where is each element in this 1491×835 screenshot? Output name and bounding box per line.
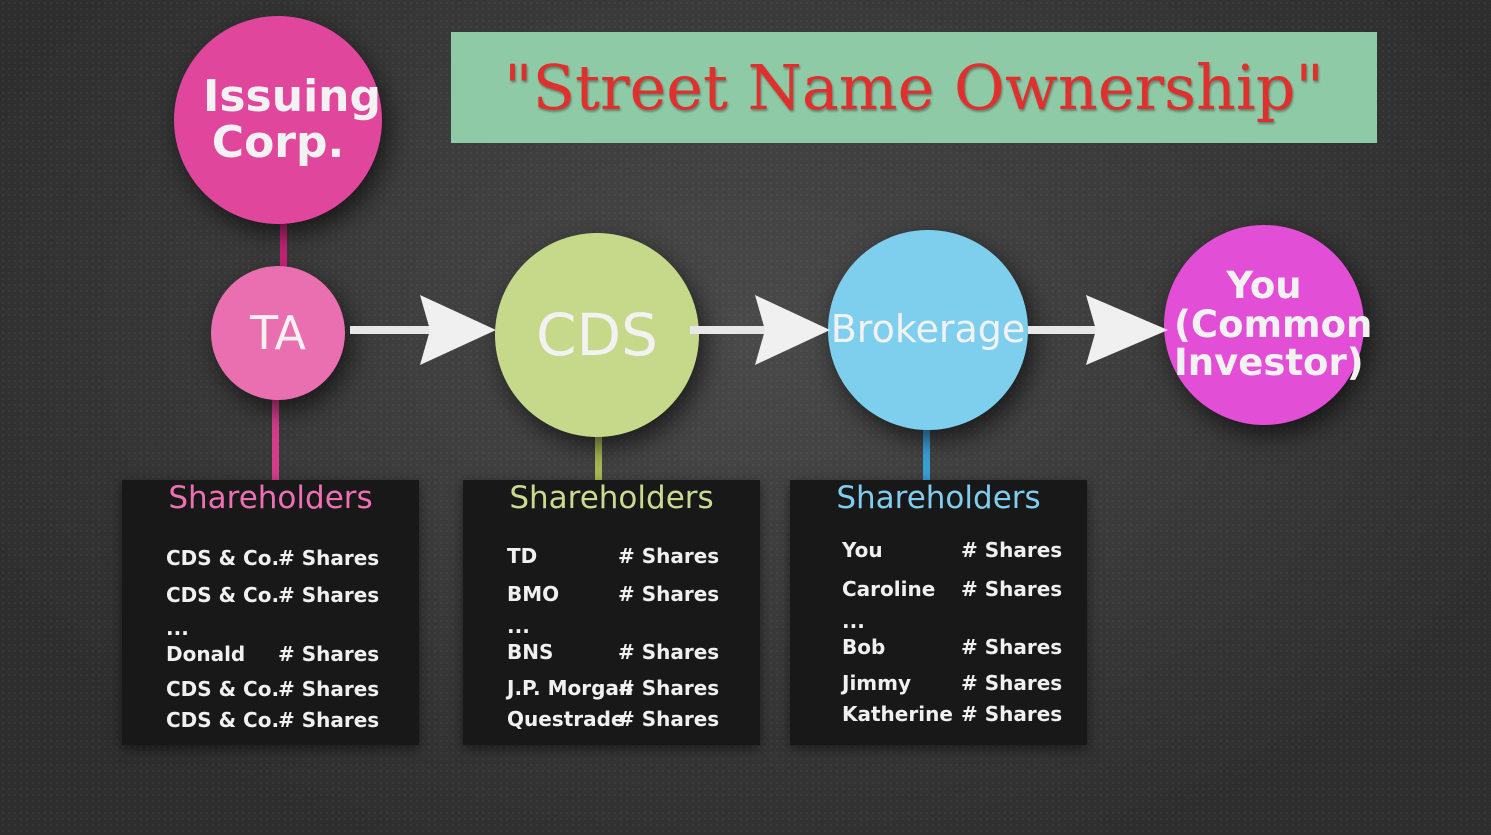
- shareholder-name: BNS: [507, 640, 554, 664]
- connector-brokerage-panel: [923, 420, 930, 482]
- shareholder-name: CDS & Co.: [166, 708, 280, 732]
- node-cds: CDS: [495, 233, 699, 437]
- share-count: # Shares: [961, 671, 1063, 695]
- node-label: Issuing Corp.: [203, 70, 381, 168]
- share-count: # Shares: [278, 546, 380, 570]
- share-count: # Shares: [278, 642, 380, 666]
- share-count: # Shares: [961, 635, 1063, 659]
- node-label: You (Common Investor): [1174, 263, 1373, 385]
- node-brokerage: Brokerage: [828, 230, 1028, 430]
- title: "Street Name Ownership": [504, 51, 1324, 124]
- shareholder-name: CDS & Co.: [166, 677, 280, 701]
- arrow-ta-to-cds: [350, 295, 496, 365]
- share-count: # Shares: [618, 582, 720, 606]
- shareholder-name: Bob: [842, 635, 886, 659]
- arrow-cds-to-brokerage: [690, 295, 830, 365]
- connector-cds-panel: [595, 425, 602, 485]
- shareholder-name: CDS & Co.: [166, 583, 280, 607]
- connector-ta-panel: [272, 392, 279, 482]
- shareholder-name: Donald: [166, 642, 246, 666]
- node-label: Brokerage: [830, 307, 1026, 352]
- share-count: # Shares: [278, 677, 380, 701]
- title-banner: "Street Name Ownership": [451, 32, 1377, 143]
- node-ta: TA: [211, 266, 345, 400]
- share-count: # Shares: [278, 708, 380, 732]
- shareholder-name: ...: [166, 616, 189, 640]
- share-count: # Shares: [618, 676, 720, 700]
- node-label: CDS: [536, 300, 658, 369]
- share-count: # Shares: [618, 640, 720, 664]
- share-count: # Shares: [618, 544, 720, 568]
- shareholder-name: Katherine: [842, 702, 953, 726]
- shareholder-name: Questrade: [507, 707, 625, 731]
- share-count: # Shares: [961, 577, 1063, 601]
- connector-issuing-ta: [280, 212, 287, 272]
- shareholder-name: J.P. Morgan: [507, 676, 634, 700]
- share-count: # Shares: [618, 707, 720, 731]
- shareholder-name: CDS & Co.: [166, 546, 280, 570]
- shareholder-name: ...: [842, 609, 865, 633]
- arrow-brokerage-to-you: [1028, 295, 1168, 365]
- shareholder-name: You: [842, 538, 883, 562]
- shareholder-name: Jimmy: [842, 671, 912, 695]
- share-count: # Shares: [961, 702, 1063, 726]
- node-issuing-corp: Issuing Corp.: [174, 16, 382, 224]
- panel-title: Shareholders: [509, 480, 714, 516]
- share-count: # Shares: [278, 583, 380, 607]
- shareholder-name: TD: [507, 544, 538, 568]
- panel-title: Shareholders: [168, 480, 373, 516]
- share-count: # Shares: [961, 538, 1063, 562]
- node-you: You (Common Investor): [1164, 225, 1373, 425]
- shareholder-name: Caroline: [842, 577, 936, 601]
- shareholder-name: BMO: [507, 582, 560, 606]
- shareholder-name: ...: [507, 614, 530, 638]
- node-label: TA: [250, 305, 306, 360]
- panel-title: Shareholders: [836, 480, 1041, 516]
